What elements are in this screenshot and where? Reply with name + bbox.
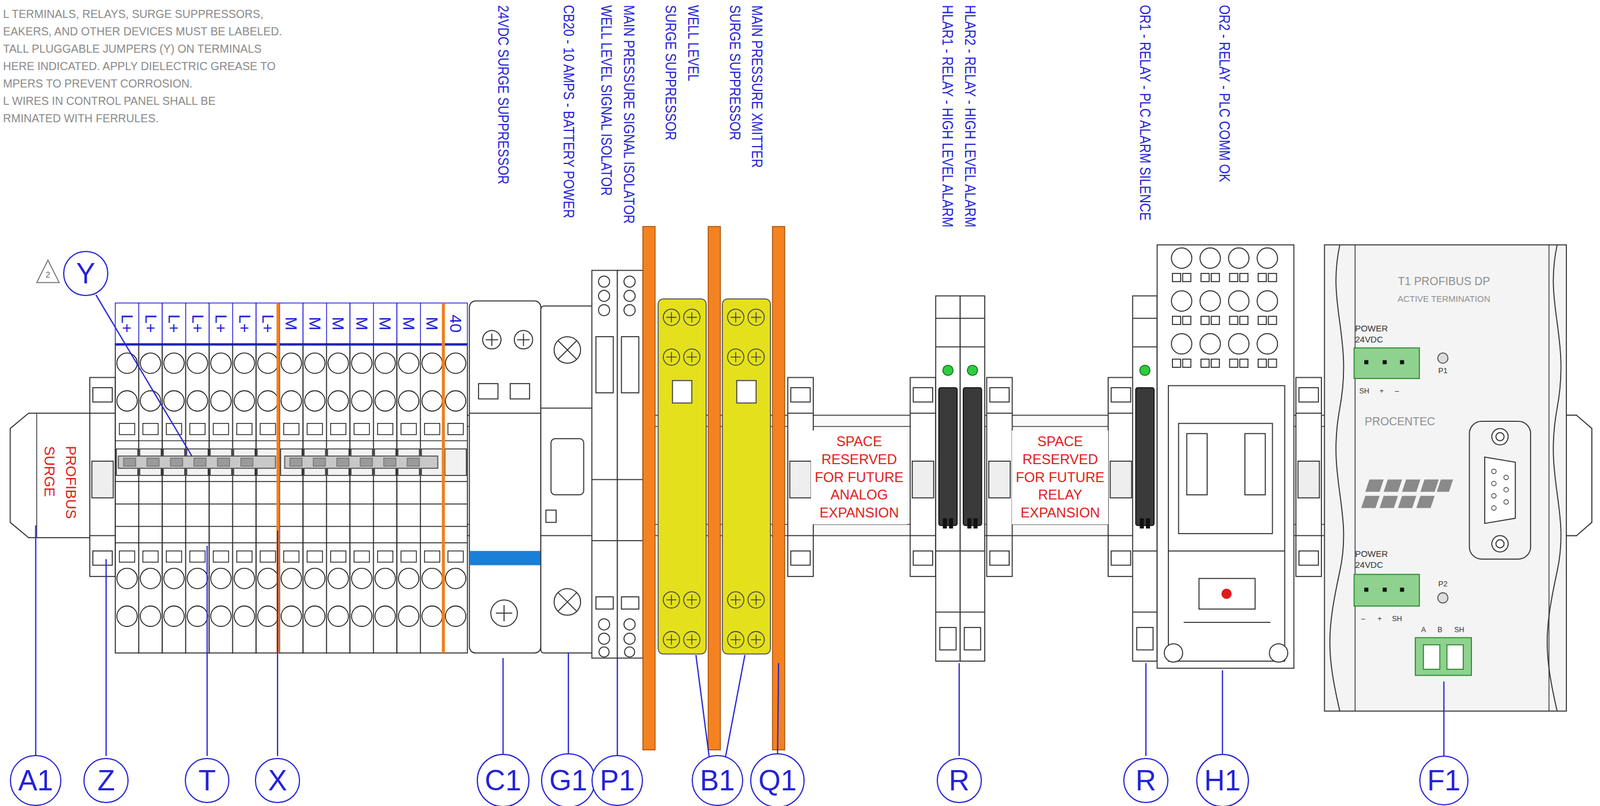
device-label: PROFIBUS [62, 445, 79, 519]
brand-name: PROCENTEC [1364, 415, 1436, 428]
port-label: 24VDC [1354, 334, 1383, 345]
module-title: T1 PROFIBUS DP [1397, 275, 1490, 288]
terminal-marker: L+ [141, 313, 160, 333]
terminal-marker: M [282, 316, 301, 330]
callout-bubble: F1 [1419, 755, 1470, 806]
device-title: OR1 - RELAY - PLC ALARM SILENCE [1136, 5, 1154, 221]
pin-name: B [1437, 626, 1442, 635]
callout-bubble: T [184, 757, 230, 803]
note-text: L TERMINALS, RELAYS, SURGE SUPPRESSORS, [2, 8, 263, 21]
device-title: WELL LEVEL [684, 5, 702, 82]
port-label: POWER [1354, 323, 1388, 334]
note-text: MPERS TO PREVENT CORROSION. [2, 77, 193, 90]
node-text: Q1 [758, 765, 797, 795]
note-text: EAKERS, AND OTHER DEVICES MUST BE LABELE… [2, 25, 283, 38]
device-title: CB20 - 10 AMPS - BATTERY POWER [560, 5, 577, 219]
note-text: TALL PLUGGABLE JUMPERS (Y) ON TERMINALS [2, 42, 262, 56]
device-title: MAIN PRESSURE XMITTER [748, 5, 766, 168]
callout-bubble: B1 [691, 754, 744, 806]
node-text: R [1135, 765, 1157, 795]
node-text: F1 [1427, 765, 1461, 795]
node-text: P1 [600, 765, 635, 795]
pin-name: + [1379, 387, 1384, 396]
callout-bubble: X [254, 757, 301, 803]
pin-name: SH [1359, 387, 1370, 396]
terminal-marker: 40 [446, 313, 465, 332]
device-title: MAIN PRESSURE SIGNAL ISOLATOR [620, 5, 638, 224]
led-label: P2 [1438, 579, 1448, 589]
node-text: T [198, 765, 217, 795]
node-text: A1 [17, 765, 53, 795]
note-text: RMINATED WITH FERRULES. [2, 112, 159, 125]
node-text: R [948, 765, 970, 795]
node-text: Y [76, 258, 96, 288]
terminal-marker: L+ [118, 313, 137, 333]
device-label: SURGE [42, 446, 58, 498]
node-text: Z [97, 765, 115, 795]
terminal-marker: M [376, 316, 395, 330]
callout-bubble: R [1123, 757, 1169, 803]
callout-bubble: A1 [9, 754, 62, 806]
led-label: P1 [1438, 366, 1448, 376]
pin-name: SH [1392, 615, 1402, 624]
terminal-marker: M [352, 316, 371, 330]
device-title: SURGE SUPPRESSOR [662, 5, 679, 141]
terminal-marker: M [423, 316, 442, 330]
callout-bubble: G1 [541, 753, 596, 806]
device-title: SURGE SUPPRESSOR [726, 5, 744, 141]
node-text: X [268, 765, 288, 795]
pin-name: + [1377, 615, 1382, 624]
pin-name: – [1394, 387, 1399, 396]
device-title: OR2 - RELAY - PLC COMM OK [1215, 5, 1233, 183]
callout-bubble: R [936, 757, 982, 803]
node-text: B1 [699, 765, 735, 795]
module-title: ACTIVE TERMINATION [1397, 294, 1490, 304]
device-title: WELL LEVEL SIGNAL ISOLATOR [597, 5, 615, 196]
reserved-space-box: SPACE RESERVED FOR FUTURE ANALOG EXPANSI… [811, 430, 908, 525]
device-title: HLAR2 - RELAY - HIGH LEVEL ALARM [961, 5, 979, 228]
terminal-marker: L+ [188, 313, 207, 333]
pin-name: A [1420, 626, 1426, 635]
node-text: SPACE RESERVED FOR FUTURE ANALOG EXPANSI… [813, 432, 906, 523]
note-text: HERE INDICATED. APPLY DIELECTRIC GREASE … [2, 60, 276, 73]
callout-bubble: C1 [476, 753, 530, 806]
revision-number: 2 [45, 270, 51, 280]
device-title: 24VDC SURGE SUPPRESSOR [494, 5, 512, 185]
terminal-marker: L+ [165, 313, 184, 333]
callout-bubble: Y [63, 250, 109, 297]
callout-bubble: Q1 [750, 753, 805, 806]
node-text: G1 [549, 765, 588, 795]
reserved-space-box: SPACE RESERVED FOR FUTURE RELAY EXPANSIO… [1012, 430, 1109, 525]
terminal-marker: L+ [212, 313, 230, 333]
callout-bubble: P1 [591, 754, 644, 806]
terminal-marker: M [399, 316, 418, 330]
node-text: C1 [484, 765, 522, 795]
terminal-marker: L+ [258, 313, 277, 333]
port-label: 24VDC [1354, 560, 1383, 570]
note-text: L WIRES IN CONTROL PANEL SHALL BE [2, 95, 216, 108]
terminal-marker: M [305, 316, 324, 330]
node-text: SPACE RESERVED FOR FUTURE RELAY EXPANSIO… [1014, 432, 1107, 523]
node-text: H1 [1204, 765, 1241, 795]
pin-name: – [1361, 615, 1366, 624]
device-title: HLAR1 - RELAY - HIGH LEVEL ALARM [939, 5, 957, 228]
callout-bubble: H1 [1196, 753, 1249, 806]
terminal-marker: M [329, 316, 348, 330]
callout-bubble: Z [83, 757, 129, 803]
terminal-marker: L+ [235, 313, 254, 333]
pin-name: SH [1454, 626, 1464, 635]
port-label: POWER [1354, 549, 1388, 559]
